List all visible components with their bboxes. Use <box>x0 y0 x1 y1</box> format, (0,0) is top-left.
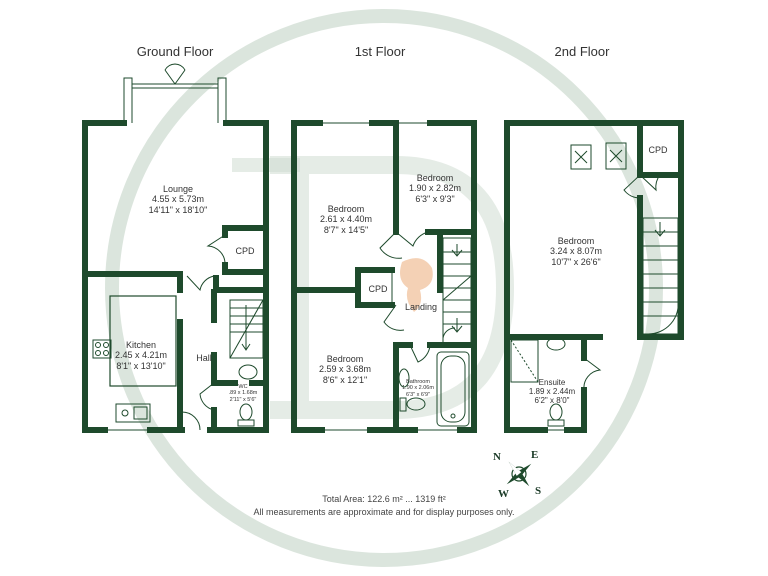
room-name: Lounge <box>162 184 194 194</box>
second-floor-title: 2nd Floor <box>554 44 610 59</box>
first-floor-details <box>320 122 472 431</box>
room-label-landing: Landing <box>405 302 437 312</box>
second-floor-walls <box>504 120 684 433</box>
room-imperial: 8'1" x 13'10" <box>116 360 166 371</box>
room-imperial: 8'7" x 14'5" <box>323 224 369 235</box>
room-name: Bedroom <box>327 204 365 214</box>
room-label-bedroom-3: Bedroom 2.59 x 3.68m 8'6" x 12'1" <box>319 354 371 385</box>
room-imperial: 6'3" x 9'3" <box>415 193 455 204</box>
room-imperial: 14'11" x 18'10" <box>148 204 208 215</box>
room-name: CPD <box>368 284 388 294</box>
room-label-hall: Hall <box>196 353 212 363</box>
ground-floor-details <box>92 63 264 431</box>
room-name: Bathroom <box>406 379 430 385</box>
room-name: CPD <box>235 246 255 256</box>
room-imperial: 10'7" x 26'6" <box>551 256 601 267</box>
room-label-bedroom-1: Bedroom 2.61 x 4.40m 8'7" x 14'5" <box>320 204 372 235</box>
room-imperial: 6'3" x 6'9" <box>405 391 431 398</box>
room-metric: 1.89 x 2.44m <box>528 387 576 397</box>
room-label-cpd-ground: CPD <box>235 246 254 256</box>
room-label-wc: WC .89 x 1.68m 2'11" x 5'6" <box>229 384 258 403</box>
room-name: Landing <box>404 302 438 312</box>
compass-west: W <box>498 488 509 500</box>
room-imperial: 2'11" x 5'6" <box>229 396 257 403</box>
total-area: Total Area: 122.6 m² ... 1319 ft² <box>322 494 446 504</box>
room-name: Ensuite <box>538 378 566 387</box>
room-metric: 1.90 x 2.82m <box>408 183 462 194</box>
room-metric: 2.61 x 4.40m <box>319 214 373 225</box>
room-name: Bedroom <box>416 173 454 183</box>
room-name: CPD <box>648 145 668 155</box>
room-label-lounge: Lounge 4.55 x 5.73m 14'11" x 18'10" <box>149 184 208 215</box>
room-metric: 1.90 x 2.06m <box>402 385 434 392</box>
room-metric: 3.24 x 8.07m <box>549 246 603 257</box>
room-name: Kitchen <box>125 340 157 350</box>
second-floor-details <box>510 142 679 431</box>
compass-rose <box>506 461 532 487</box>
ground-floor-title: Ground Floor <box>136 44 214 59</box>
room-name: Hall <box>196 353 212 363</box>
room-metric: 2.45 x 4.21m <box>114 350 168 361</box>
room-label-kitchen: Kitchen 2.45 x 4.21m 8'1" x 13'10" <box>115 340 167 371</box>
room-name: WC <box>238 384 248 390</box>
room-metric: 4.55 x 5.73m <box>151 194 205 205</box>
first-floor-title: 1st Floor <box>354 44 406 59</box>
room-label-ensuite: Ensuite 1.89 x 2.44m 6'2" x 8'0" <box>529 378 575 406</box>
room-imperial: 8'6" x 12'1" <box>322 374 368 385</box>
room-name: Bedroom <box>557 236 595 246</box>
room-label-bathroom: Bathroom 1.90 x 2.06m 6'3" x 6'9" <box>402 379 434 398</box>
room-name: Bedroom <box>326 354 364 364</box>
room-label-bedroom-2: Bedroom 1.90 x 2.82m 6'3" x 9'3" <box>409 173 461 204</box>
room-metric: 2.59 x 3.68m <box>318 364 372 375</box>
room-imperial: 6'2" x 8'0" <box>534 396 570 406</box>
compass-south: S <box>535 485 542 497</box>
room-label-cpd-first: CPD <box>368 284 387 294</box>
disclaimer: All measurements are approximate and for… <box>253 507 515 517</box>
compass-east: E <box>531 449 539 461</box>
room-label-bedroom-main: Bedroom 3.24 x 8.07m 10'7" x 26'6" <box>550 236 602 267</box>
landing-highlight <box>400 258 433 312</box>
first-floor-walls <box>291 120 477 433</box>
compass-north: N <box>493 451 501 463</box>
room-label-cpd-second: CPD <box>648 145 667 155</box>
room-metric: .89 x 1.68m <box>228 390 258 397</box>
ground-floor-walls <box>82 120 269 433</box>
